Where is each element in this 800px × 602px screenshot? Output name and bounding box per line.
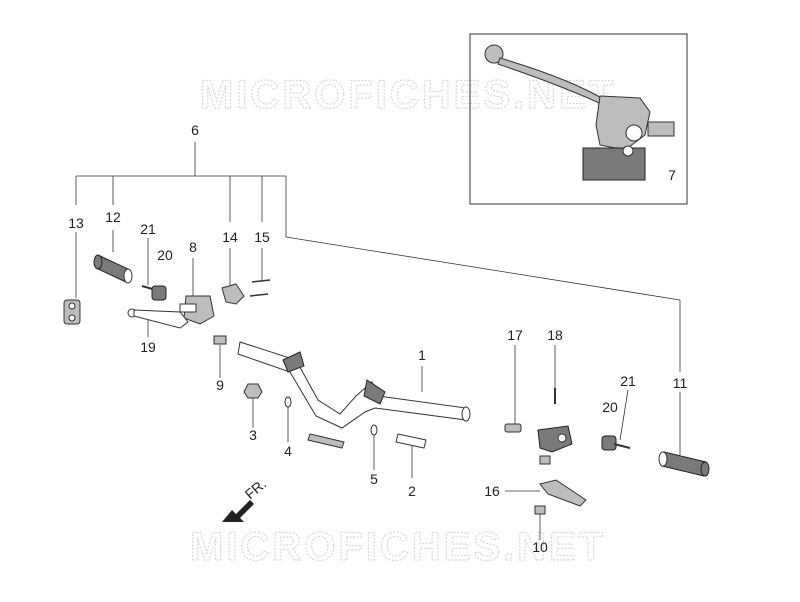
- callout-7: 7: [668, 167, 676, 183]
- callout-18: 18: [547, 327, 563, 343]
- front-brake-lever[interactable]: [127, 308, 189, 329]
- callout-17: 17: [507, 327, 523, 343]
- brake-master-cylinder[interactable]: [179, 295, 215, 325]
- callout-6: 6: [191, 122, 199, 138]
- brake-switch[interactable]: [213, 335, 227, 345]
- callout-10: 10: [532, 539, 548, 555]
- callout-9: 9: [216, 377, 224, 393]
- callout-21-left: 21: [140, 221, 156, 237]
- callout-3: 3: [249, 427, 257, 443]
- bar-end-weight-left[interactable]: [151, 285, 167, 301]
- lever-pivot-nut[interactable]: [534, 505, 546, 515]
- nut[interactable]: [243, 383, 263, 399]
- callout-1: 1: [418, 347, 426, 363]
- right-grip[interactable]: [658, 451, 710, 477]
- washer-4[interactable]: [284, 396, 292, 408]
- front-direction-arrow: FR.: [222, 476, 269, 522]
- callout-20-left: 20: [157, 247, 173, 263]
- clutch-lever[interactable]: [539, 479, 587, 507]
- callout-20-right: 20: [602, 399, 618, 415]
- master-cylinder-clamp[interactable]: [221, 283, 245, 305]
- inset-frame: [469, 33, 688, 205]
- washer-5[interactable]: [370, 424, 378, 436]
- callout-16: 16: [484, 483, 500, 499]
- bar-end-weight-right[interactable]: [601, 435, 617, 451]
- callout-11: 11: [673, 375, 688, 391]
- callout-labels: 1 2 3 4 5 6 7 8 9 10 11 12 13 14 15 16 1…: [68, 122, 687, 555]
- leader-lines: [75, 230, 681, 540]
- clamp-screws[interactable]: [249, 279, 271, 297]
- callout-13: 13: [68, 215, 84, 231]
- callout-8: 8: [189, 239, 197, 255]
- callout-12: 12: [105, 209, 121, 225]
- handlebar-tube[interactable]: [237, 341, 471, 429]
- callout-19: 19: [140, 339, 156, 355]
- mirror-clamp[interactable]: [63, 299, 81, 325]
- callout-21-right: 21: [620, 373, 636, 389]
- callout-14: 14: [222, 229, 238, 245]
- left-grip[interactable]: [93, 254, 133, 284]
- bar-end-screw-right[interactable]: [613, 443, 631, 449]
- callout-15: 15: [254, 229, 270, 245]
- mounting-shaft[interactable]: [307, 433, 345, 449]
- front-direction-label: FR.: [242, 476, 270, 503]
- watermark-bottom: MICROFICHES.NET: [190, 525, 606, 569]
- clutch-lever-bracket[interactable]: [537, 425, 573, 465]
- clutch-lever-assembly-inset[interactable]: [484, 44, 675, 181]
- pin[interactable]: [395, 433, 427, 449]
- callout-4: 4: [284, 443, 292, 459]
- callout-2: 2: [408, 483, 416, 499]
- group-6-bracket: [75, 142, 681, 372]
- callout-5: 5: [370, 471, 378, 487]
- clutch-cable-adjuster[interactable]: [504, 423, 522, 433]
